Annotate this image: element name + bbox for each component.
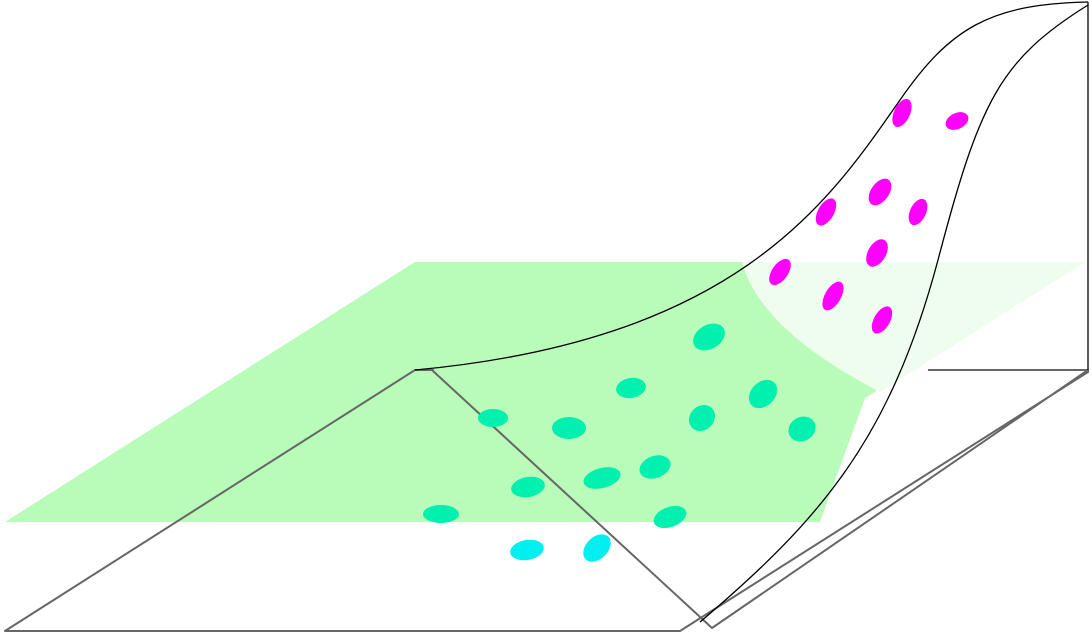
point-class-a-7 xyxy=(769,258,791,286)
point-class-a-6 xyxy=(866,239,888,267)
point-class-b-2 xyxy=(616,377,646,399)
sigmoid-back-edge xyxy=(699,4,1089,623)
point-class-b-1 xyxy=(693,323,725,351)
point-class-b-3 xyxy=(748,379,778,409)
point-class-a-1 xyxy=(892,98,912,128)
point-class-a-8 xyxy=(822,281,844,311)
points-class-b xyxy=(423,323,816,529)
point-class-b-6 xyxy=(688,404,716,432)
point-class-a-3 xyxy=(868,178,892,206)
point-class-b-11 xyxy=(423,505,459,523)
point-class-a-5 xyxy=(815,198,837,226)
point-class-b-10 xyxy=(511,476,545,498)
point-class-b-4 xyxy=(478,409,508,427)
point-class-a-2 xyxy=(945,112,969,130)
point-class-b-12 xyxy=(653,505,687,529)
point-class-c-1 xyxy=(510,539,544,561)
points-class-a xyxy=(769,98,969,334)
point-class-b-7 xyxy=(788,416,816,442)
point-class-a-9 xyxy=(871,306,893,334)
point-class-b-5 xyxy=(552,417,586,439)
point-class-c-2 xyxy=(583,534,611,562)
point-class-a-4 xyxy=(908,198,928,226)
point-class-b-9 xyxy=(583,467,621,489)
points-class-c xyxy=(510,534,611,562)
sigmoid-front-edge xyxy=(414,1,1089,371)
point-class-b-8 xyxy=(639,455,671,479)
